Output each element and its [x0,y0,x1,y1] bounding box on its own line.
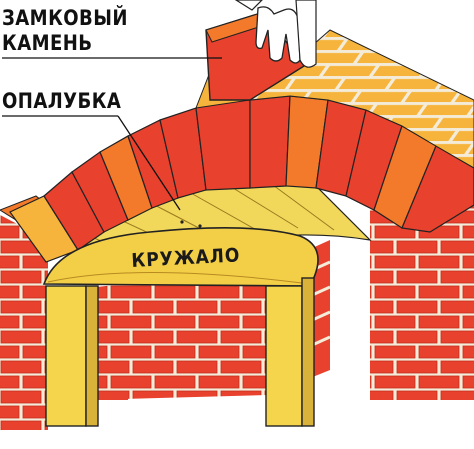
leader-lines [2,57,222,211]
hand-icon [234,0,317,68]
support-posts [45,277,315,427]
keystone-label-line1: ЗАМКОВЫЙ [2,6,128,30]
centering [42,227,319,287]
formwork-label: ОПАЛУБКА [2,89,122,113]
keystone-label-line2: КАМЕНЬ [2,31,93,55]
arch-ring [9,95,474,263]
